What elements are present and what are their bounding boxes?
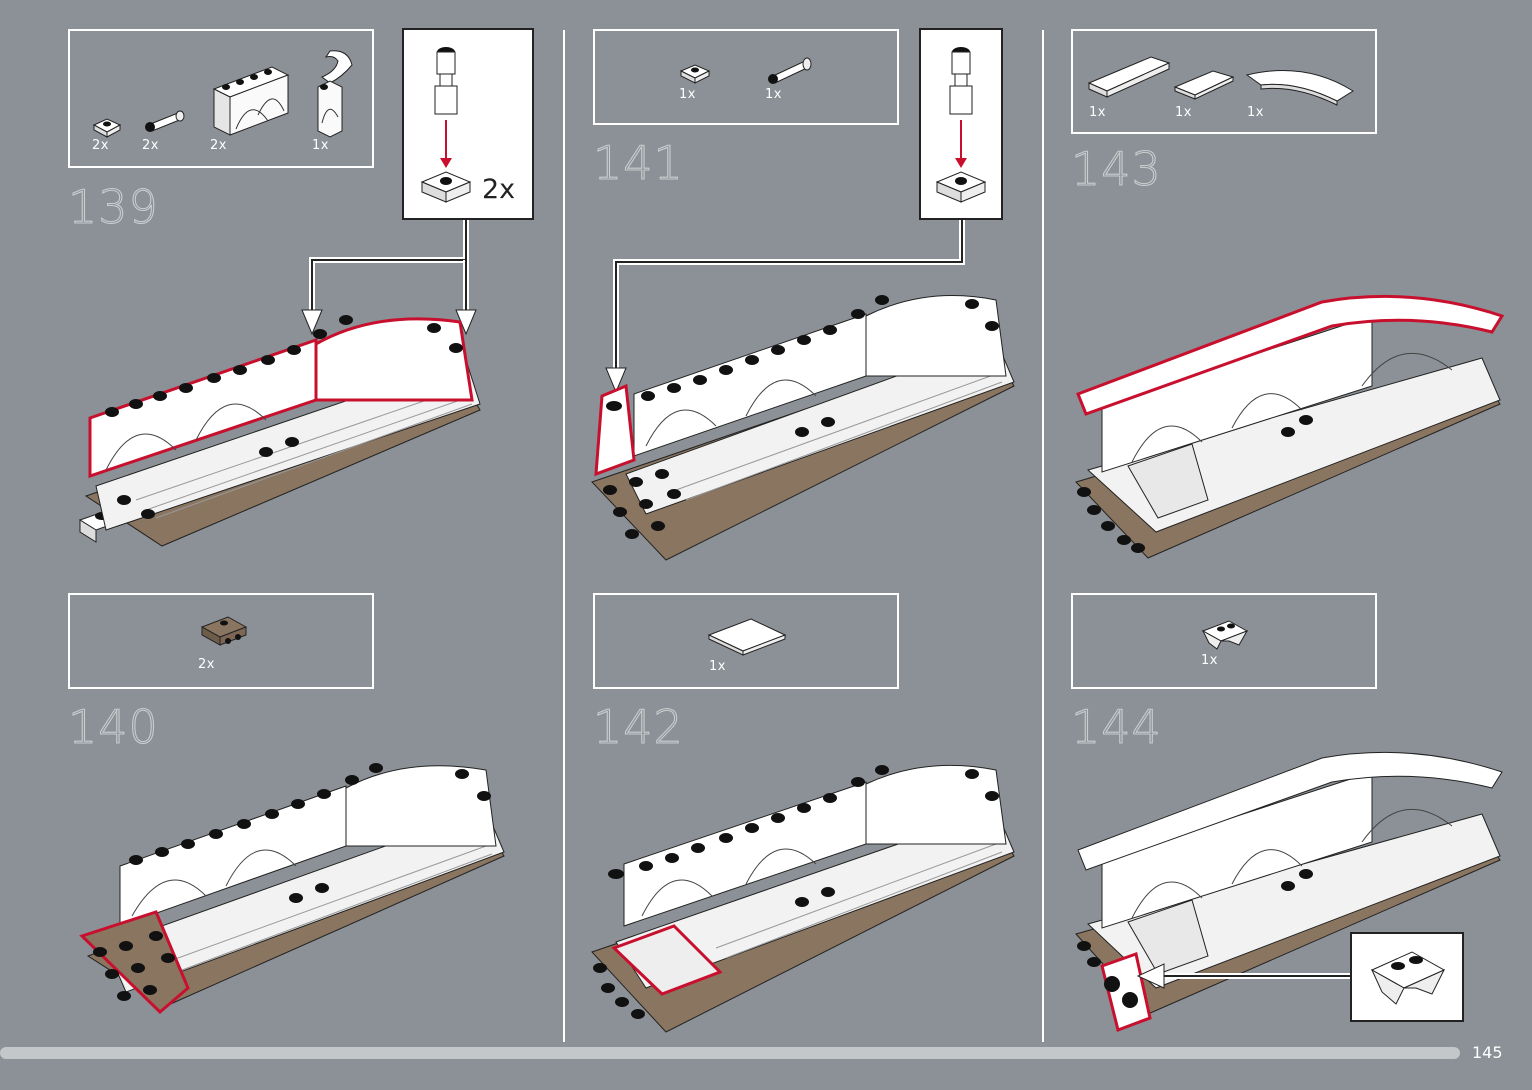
step-number: 139 xyxy=(68,180,159,234)
model-step-142 xyxy=(586,756,1026,1036)
white-round-plate-1x1-icon xyxy=(92,115,122,139)
subassembly-box-144 xyxy=(1350,932,1464,1022)
parts-callout-141: 1x 1x xyxy=(593,29,899,125)
part-qty: 1x xyxy=(1247,105,1264,120)
subassembly-box-141 xyxy=(919,28,1003,220)
part-qty: 2x xyxy=(142,138,159,153)
column-divider-1 xyxy=(563,30,565,1042)
part-qty: 2x xyxy=(92,138,109,153)
subassembly-qty: 2x xyxy=(482,174,515,205)
tan-bracket-plate-icon xyxy=(198,615,250,649)
column-divider-2 xyxy=(1042,30,1044,1042)
white-tooth-plate-icon xyxy=(1199,617,1251,651)
progress-bar xyxy=(0,1047,1460,1059)
white-plate-1x1-stud-icon xyxy=(679,61,711,85)
part-qty: 1x xyxy=(679,87,696,102)
subassembly-box-139: 2x xyxy=(402,28,534,220)
part-qty: 1x xyxy=(709,659,726,674)
page-number: 145 xyxy=(1472,1043,1503,1062)
white-tile-long-icon xyxy=(1087,53,1171,99)
part-qty: 2x xyxy=(210,138,227,153)
white-tooth-plate-icon xyxy=(1368,948,1448,1008)
bar-holder-subassembly-icon xyxy=(420,42,480,202)
part-qty: 1x xyxy=(1175,105,1192,120)
model-step-139 xyxy=(76,300,496,570)
parts-callout-140: 2x xyxy=(68,593,374,689)
step-number: 140 xyxy=(68,700,159,754)
step-number: 142 xyxy=(593,700,684,754)
black-bar-holder-icon xyxy=(142,109,186,133)
model-step-143 xyxy=(1072,286,1512,566)
model-step-141 xyxy=(586,286,1026,566)
part-qty: 1x xyxy=(1201,653,1218,668)
parts-callout-144: 1x xyxy=(1071,593,1377,689)
black-bar-holder-icon xyxy=(765,55,815,85)
connector-arrow-144 xyxy=(1130,960,1360,1000)
white-arch-curved-icon xyxy=(312,47,358,133)
part-qty: 1x xyxy=(765,87,782,102)
part-qty: 1x xyxy=(1089,105,1106,120)
bar-holder-subassembly-icon xyxy=(933,42,993,212)
white-curved-tile-icon xyxy=(1245,65,1357,105)
step-number: 143 xyxy=(1071,142,1162,196)
part-qty: 1x xyxy=(312,138,329,153)
parts-callout-142: 1x xyxy=(593,593,899,689)
model-step-140 xyxy=(76,756,516,1036)
parts-callout-139: 2x 2x 2x 1x xyxy=(68,29,374,168)
white-fence-1x4-icon xyxy=(210,65,294,135)
white-tile-2x2-icon xyxy=(707,617,787,657)
step-number: 141 xyxy=(593,136,684,190)
white-tile-short-icon xyxy=(1173,67,1237,101)
parts-callout-143: 1x 1x 1x xyxy=(1071,29,1377,134)
part-qty: 2x xyxy=(198,657,215,672)
